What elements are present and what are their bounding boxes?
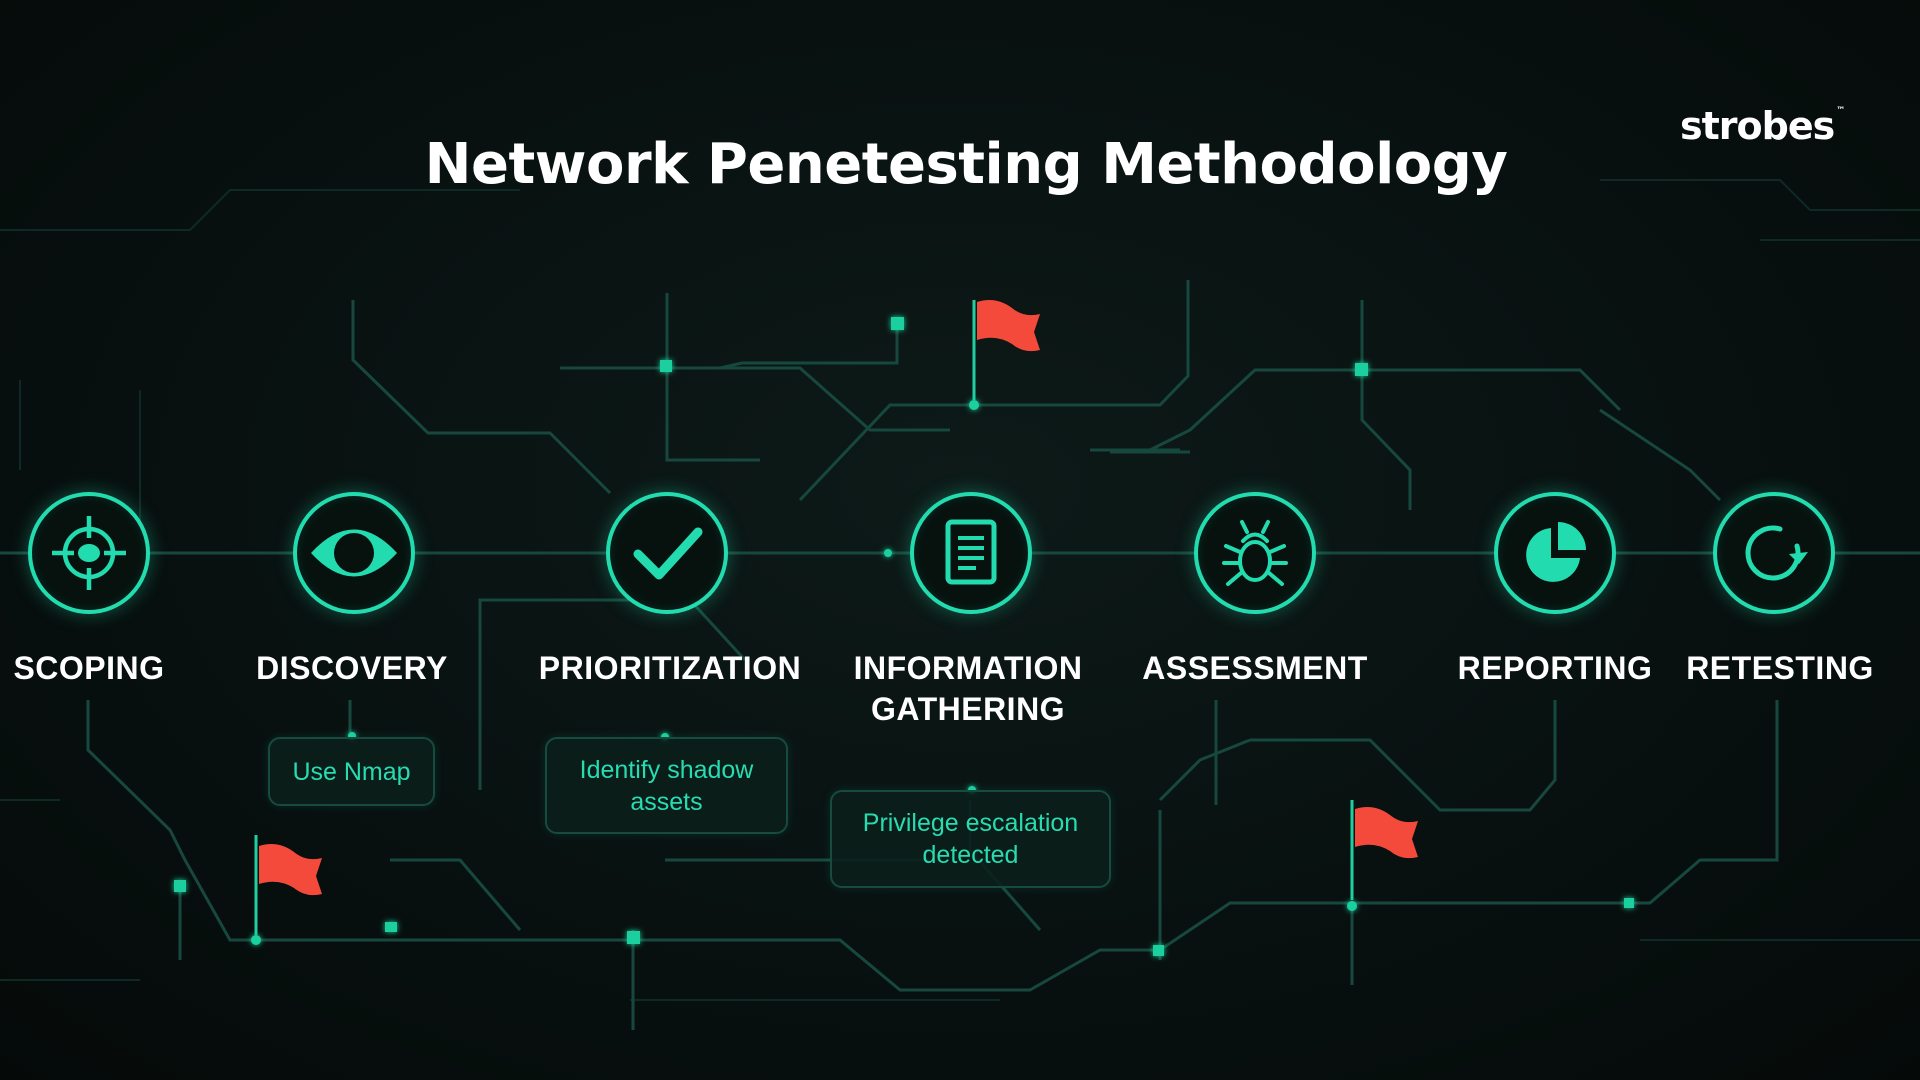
step-label-information-gathering: INFORMATION GATHERING <box>853 650 1083 727</box>
note-text: Privilege escalation detected <box>862 809 1079 869</box>
red-flag-icon <box>974 298 1054 418</box>
eye-icon <box>293 492 415 614</box>
refresh-icon <box>1713 492 1835 614</box>
note-text: Identify shadow assets <box>579 755 754 816</box>
note-box-use-nmap: Use Nmap <box>268 737 435 806</box>
step-label-scoping: SCOPING <box>13 650 165 686</box>
document-icon <box>910 492 1032 614</box>
red-flag-icon <box>256 842 336 962</box>
step-label-retesting: RETESTING <box>1686 650 1874 686</box>
crosshair-icon <box>28 492 150 614</box>
logo-trademark: ™ <box>1836 106 1846 116</box>
step-label-prioritization: PRIORITIZATION <box>538 650 802 686</box>
note-box-privilege-escalation: Privilege escalation detected <box>830 790 1111 888</box>
logo-text: strobes <box>1680 104 1835 148</box>
note-text: Use Nmap <box>292 757 411 786</box>
red-flag-icon <box>1352 805 1432 925</box>
page-title: Network Penetesting Methodology <box>424 132 1508 197</box>
step-label-assessment: ASSESSMENT <box>1142 650 1368 686</box>
step-label-reporting: REPORTING <box>1457 650 1653 686</box>
pie-chart-icon <box>1494 492 1616 614</box>
checkmark-icon <box>606 492 728 614</box>
note-box-identify-shadow-assets: Identify shadow assets <box>545 737 788 834</box>
bug-icon <box>1194 492 1316 614</box>
step-label-discovery: DISCOVERY <box>256 650 448 686</box>
